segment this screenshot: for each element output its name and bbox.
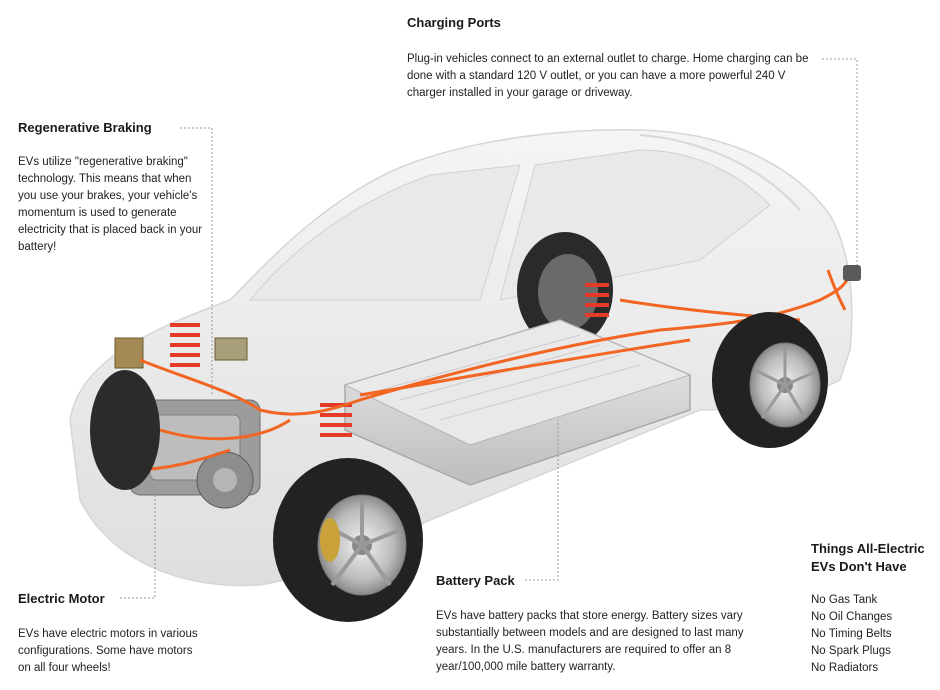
battery-pack-title: Battery Pack bbox=[436, 573, 515, 588]
regenerative-braking-description: EVs utilize "regenerative braking" techn… bbox=[18, 156, 203, 253]
list-item: No Spark Plugs bbox=[811, 645, 891, 657]
evs-dont-have-title-line2: EVs Don't Have bbox=[811, 559, 907, 574]
list-item: No Oil Changes bbox=[811, 611, 893, 623]
charging-ports-description: Plug-in vehicles connect to an external … bbox=[407, 53, 809, 99]
electric-motor-title: Electric Motor bbox=[18, 591, 105, 606]
front-right-wheel bbox=[273, 458, 423, 622]
leader-charging-ports bbox=[822, 58, 858, 265]
rear-left-wheel bbox=[517, 232, 613, 348]
electric-motor-assembly bbox=[114, 337, 261, 509]
charging-port bbox=[843, 265, 861, 281]
leader-battery-pack bbox=[525, 420, 559, 581]
rear-right-wheel bbox=[712, 312, 828, 448]
leader-regenerative-braking bbox=[180, 127, 213, 395]
callout-leader-lines bbox=[120, 58, 858, 599]
front-suspension-springs bbox=[170, 283, 609, 437]
evs-dont-have-list: No Gas Tank No Oil Changes No Timing Bel… bbox=[811, 592, 892, 677]
electric-motor-description: EVs have electric motors in various conf… bbox=[18, 628, 198, 674]
list-item: No Radiators bbox=[811, 662, 879, 674]
list-item: No Gas Tank bbox=[811, 594, 878, 606]
regenerative-braking-title: Regenerative Braking bbox=[18, 120, 152, 135]
front-left-wheel bbox=[90, 370, 160, 490]
charging-ports-title: Charging Ports bbox=[407, 15, 501, 30]
list-item: No Timing Belts bbox=[811, 628, 892, 640]
evs-dont-have-title-line1: Things All-Electric bbox=[811, 541, 925, 556]
battery-pack bbox=[343, 319, 692, 486]
battery-pack-description: EVs have battery packs that store energy… bbox=[436, 610, 744, 673]
